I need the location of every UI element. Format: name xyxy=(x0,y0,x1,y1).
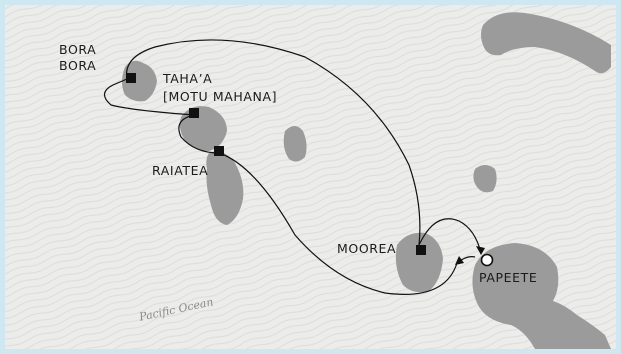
island-islet-east xyxy=(473,165,497,193)
label-tahaa-line2: [MOTU MAHANA] xyxy=(163,89,278,104)
marker-raiatea xyxy=(214,146,224,156)
cruise-route xyxy=(103,39,482,295)
label-moorea: MOOREA xyxy=(337,241,397,256)
arrow-from-papeete xyxy=(455,256,464,265)
label-bora-bora-line1: BORA xyxy=(59,42,97,57)
island-raiatea xyxy=(206,151,244,225)
route-tahaa-to-bora-bora xyxy=(103,78,196,116)
arrow-to-papeete xyxy=(476,246,485,255)
island-atoll xyxy=(481,12,611,74)
island-bora-bora xyxy=(122,60,157,102)
label-papeete: PAPEETE xyxy=(479,270,538,285)
route-bora-bora-to-moorea xyxy=(125,39,421,246)
route-papeete-to-raiatea xyxy=(218,152,458,295)
marker-bora-bora xyxy=(126,73,136,83)
island-moorea xyxy=(395,232,443,293)
island-huahine xyxy=(283,126,307,162)
label-bora-bora-line2: BORA xyxy=(59,58,97,73)
island-tahiti xyxy=(472,243,611,349)
route-arrows xyxy=(455,246,485,265)
map-canvas xyxy=(5,5,616,349)
label-tahaa-line1: TAHA’A xyxy=(163,71,213,86)
label-raiatea: RAIATEA xyxy=(152,163,209,178)
marker-moorea xyxy=(416,245,426,255)
marker-tahaa xyxy=(189,108,199,118)
route-raiatea-to-tahaa xyxy=(178,114,220,154)
route-moorea-to-papeete xyxy=(418,218,482,254)
marker-papeete xyxy=(480,253,494,267)
